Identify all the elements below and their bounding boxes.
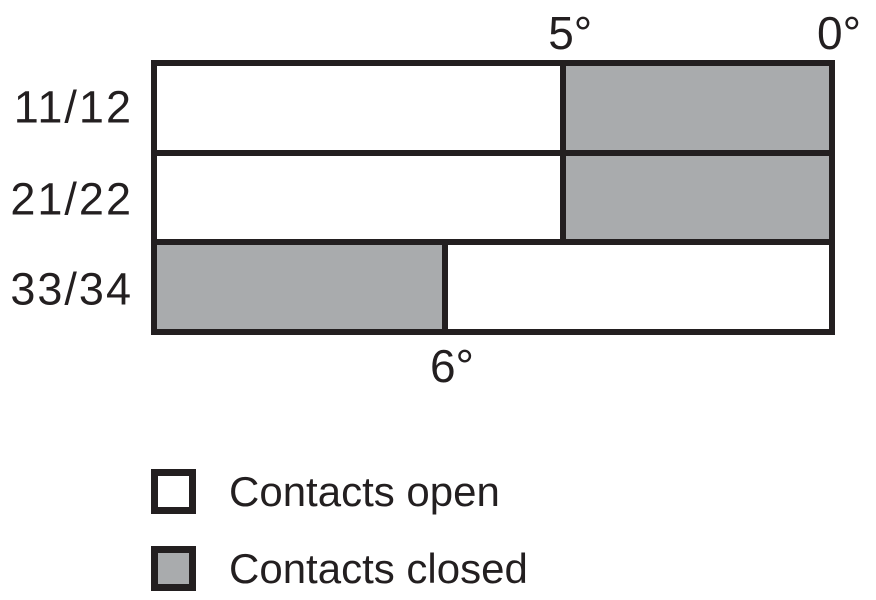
legend-item-open: Contacts open xyxy=(151,469,500,514)
row-label-33-34: 33/34 xyxy=(10,263,133,315)
row-label-21-22: 21/22 xyxy=(10,173,133,225)
tick-0-degrees: 0° xyxy=(817,7,861,59)
chart-box: 5° 0° 6° xyxy=(151,10,861,389)
legend-label-closed: Contacts closed xyxy=(229,544,528,592)
segment-11-12-open xyxy=(157,66,561,150)
tick-5-degrees: 5° xyxy=(548,7,593,59)
segment-21-22-closed xyxy=(560,155,829,240)
legend-item-closed: Contacts closed xyxy=(151,546,528,591)
segment-33-34-closed xyxy=(157,245,448,330)
legend-label-open: Contacts open xyxy=(229,467,500,515)
legend-swatch-open-icon xyxy=(151,469,196,514)
row-label-11-12: 11/12 xyxy=(13,81,133,133)
segment-11-12-closed xyxy=(560,66,829,150)
segment-33-34-open xyxy=(447,245,829,330)
tick-6-degrees: 6° xyxy=(429,340,474,392)
segment-21-22-open xyxy=(157,155,561,240)
bar-row-21-22 xyxy=(157,149,829,240)
bar-row-11-12 xyxy=(157,66,829,150)
bar-row-33-34 xyxy=(157,239,829,330)
legend-swatch-closed-icon xyxy=(151,546,196,591)
